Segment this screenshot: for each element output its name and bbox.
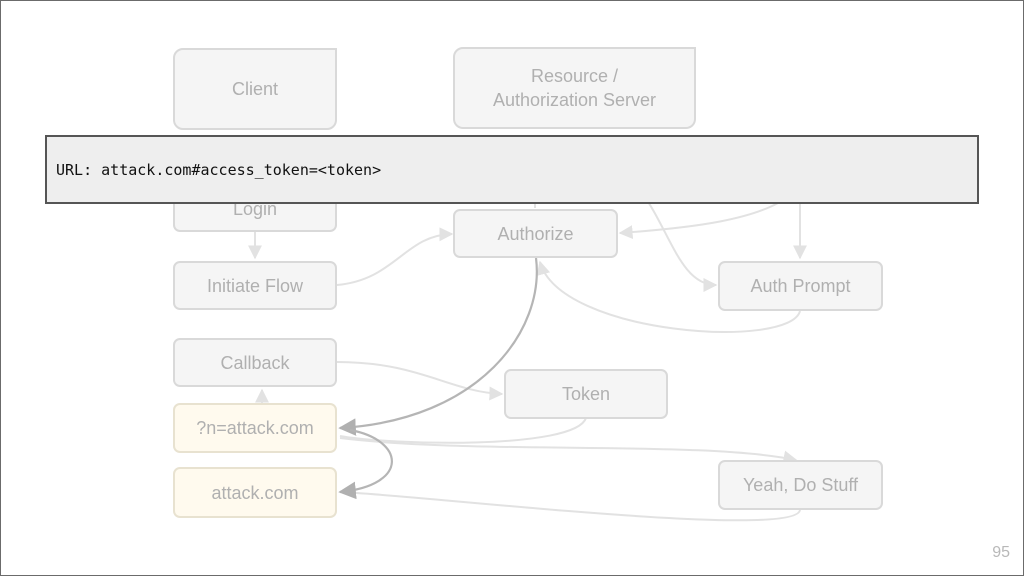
- attack-site-node: attack.com: [173, 467, 337, 518]
- server-lane-header: Resource / Authorization Server: [453, 47, 696, 129]
- redirect-param-label: ?n=attack.com: [196, 418, 314, 438]
- login-label: Login: [232, 199, 278, 219]
- edge-yeah-back-to-attack: [339, 491, 801, 522]
- token-node: Token: [504, 369, 668, 419]
- client-label: Client: [231, 79, 279, 99]
- initiate-flow-node: Initiate Flow: [173, 261, 337, 310]
- url-text: URL: attack.com#access_token=<token>: [56, 160, 382, 179]
- authorize-node: Authorize: [453, 209, 618, 258]
- edge-redirect-to-attack: [338, 428, 393, 500]
- edge-authprompt-back-to-authorize: [536, 260, 801, 333]
- authorize-label: Authorize: [497, 223, 574, 244]
- url-bar: URL: attack.com#access_token=<token>: [45, 135, 979, 204]
- client-lane-header: Client: [173, 48, 337, 130]
- edge-authorize-to-authprompt: [639, 189, 718, 292]
- edge-attack-to-yeah: [339, 437, 798, 465]
- auth-prompt-node: Auth Prompt: [718, 261, 883, 311]
- edge-token-back: [339, 417, 587, 444]
- yeah-do-stuff-label: Yeah, Do Stuff: [742, 475, 859, 495]
- server-label: Resource / Authorization Server: [492, 66, 657, 110]
- edge-authorize-to-redirect: [338, 257, 538, 436]
- redirect-param-node: ?n=attack.com: [173, 403, 337, 453]
- yeah-do-stuff-node: Yeah, Do Stuff: [718, 460, 883, 510]
- auth-prompt-label: Auth Prompt: [750, 276, 851, 296]
- callback-label: Callback: [220, 352, 290, 373]
- token-label: Token: [561, 384, 611, 404]
- page-number: 95: [992, 544, 1010, 561]
- callback-node: Callback: [173, 338, 337, 387]
- attack-site-label: attack.com: [211, 482, 299, 503]
- initiate-flow-label: Initiate Flow: [206, 275, 304, 296]
- edge-initiate-to-authorize: [336, 227, 454, 286]
- edge-callback-to-token: [336, 361, 504, 401]
